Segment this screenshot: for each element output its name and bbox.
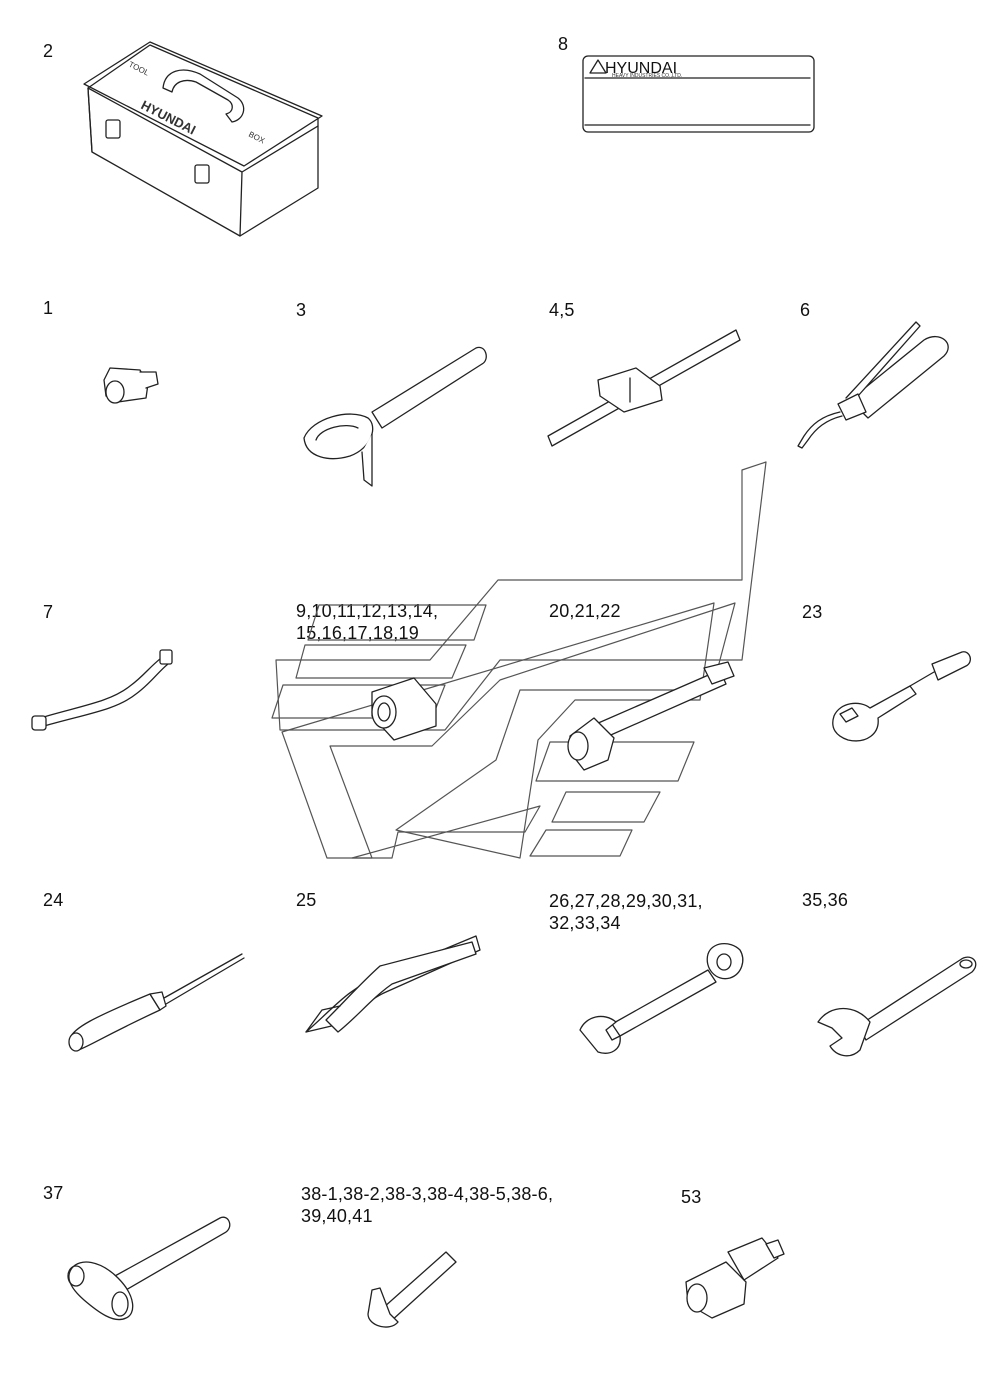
filter-wrench-drawing bbox=[303, 346, 487, 487]
label-nameplate: 8 bbox=[558, 34, 569, 54]
label-spanners: 26,27,28,29,30,31, 32,33,34 bbox=[549, 890, 703, 934]
label-hex-keys-line2: 39,40,41 bbox=[301, 1206, 373, 1226]
pliers-drawing bbox=[305, 935, 481, 1033]
label-extension-sockets: 20,21,22 bbox=[549, 601, 621, 621]
watermark-logo bbox=[271, 461, 767, 859]
label-adjustable-wrench: 35,36 bbox=[802, 890, 849, 910]
hyundai-logo-icon bbox=[589, 59, 607, 74]
nameplate-drawing: HYUNDAI HEAVY INDUSTRIES CO.,LTD. bbox=[582, 55, 815, 133]
label-sockets-line1: 9,10,11,12,13,14, bbox=[296, 601, 439, 621]
label-adapter: 1 bbox=[43, 298, 54, 318]
label-hex-keys: 38-1,38-2,38-3,38-4,38-5,38-6, 39,40,41 bbox=[301, 1183, 553, 1227]
label-universal-joint: 53 bbox=[681, 1187, 702, 1207]
adapter-drawing bbox=[103, 367, 159, 404]
label-sockets-line2: 15,16,17,18,19 bbox=[296, 623, 419, 643]
label-toolbox: 2 bbox=[43, 41, 54, 61]
hammer-drawing bbox=[67, 1216, 231, 1321]
ratchet-drawing bbox=[832, 651, 972, 742]
label-spanners-line1: 26,27,28,29,30,31, bbox=[549, 891, 703, 911]
label-pliers: 25 bbox=[296, 890, 317, 910]
label-hammer: 37 bbox=[43, 1183, 64, 1203]
grease-hose-drawing bbox=[31, 649, 173, 731]
screwdriver-drawing bbox=[68, 953, 245, 1052]
label-sockets: 9,10,11,12,13,14, 15,16,17,18,19 bbox=[296, 600, 438, 644]
sockets-drawing bbox=[371, 677, 437, 741]
hex-key-drawing bbox=[367, 1251, 457, 1328]
socket-bar-drawing bbox=[547, 329, 741, 447]
nameplate-subtitle: HEAVY INDUSTRIES CO.,LTD. bbox=[612, 73, 682, 79]
nameplate-brand: HYUNDAI bbox=[605, 60, 677, 77]
label-socket-bar: 4,5 bbox=[549, 300, 575, 320]
label-hex-keys-line1: 38-1,38-2,38-3,38-4,38-5,38-6, bbox=[301, 1184, 554, 1204]
label-grease-hose: 7 bbox=[43, 602, 54, 622]
extension-bar-drawing bbox=[567, 661, 735, 771]
label-screwdriver: 24 bbox=[43, 890, 64, 910]
label-grease-gun: 6 bbox=[800, 300, 811, 320]
label-spanners-line2: 32,33,34 bbox=[549, 913, 621, 933]
adjustable-wrench-drawing bbox=[817, 956, 977, 1057]
label-ratchet: 23 bbox=[802, 602, 823, 622]
spanner-drawing bbox=[579, 943, 744, 1054]
grease-gun-drawing bbox=[797, 321, 949, 449]
toolbox-drawing: TOOL HYUNDAI BOX bbox=[83, 41, 323, 237]
universal-joint-drawing bbox=[685, 1237, 785, 1319]
label-filter-wrench: 3 bbox=[296, 300, 307, 320]
